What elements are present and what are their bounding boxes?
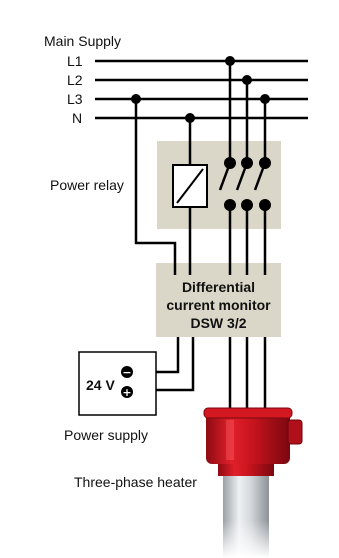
current-monitor-box — [156, 263, 281, 337]
supply-voltage-label: 24 V — [86, 377, 115, 393]
monitor-label-line3: DSW 3/2 — [190, 315, 246, 331]
line-label-l1: L1 — [67, 53, 83, 69]
plus-terminal-icon: + — [121, 386, 133, 399]
junction-n — [185, 113, 195, 123]
heater-head — [206, 412, 290, 464]
wire-l3-to-monitor — [134, 99, 177, 275]
minus-symbol: − — [122, 366, 131, 379]
contact-bottom-2 — [241, 199, 253, 211]
wire-supply-plus — [156, 337, 195, 392]
junction-dots — [131, 56, 270, 123]
power-supply-label: Power supply — [64, 427, 148, 443]
main-supply-title: Main Supply — [44, 33, 121, 49]
power-supply-box — [78, 351, 157, 416]
contact-bottom-3 — [259, 199, 271, 211]
monitor-label-line1: Differential — [182, 279, 255, 295]
supply-bus-lines — [95, 59, 308, 120]
line-label-l2: L2 — [67, 72, 83, 88]
wires — [134, 61, 267, 420]
contact-top-3 — [259, 157, 271, 169]
contact-bottom-1 — [224, 199, 236, 211]
contact-top-1 — [224, 157, 236, 169]
heater-cable-gland — [287, 419, 303, 445]
junction-l2 — [242, 75, 252, 85]
relay-coil-icon — [172, 164, 208, 208]
wire-supply-minus — [156, 337, 180, 374]
contact-top-2 — [241, 157, 253, 169]
junction-l3-monitor — [131, 94, 141, 104]
line-label-l3: L3 — [67, 91, 83, 107]
relay-contacts — [224, 157, 271, 211]
plus-symbol: + — [122, 386, 131, 399]
monitor-label-line2: current monitor — [166, 297, 271, 313]
junction-l3 — [260, 94, 270, 104]
heater-label: Three-phase heater — [74, 474, 197, 490]
heater-illustration — [203, 407, 303, 558]
line-label-n: N — [72, 110, 82, 126]
power-relay-label: Power relay — [50, 177, 124, 193]
minus-terminal-icon: − — [121, 366, 133, 379]
junction-l1 — [225, 56, 235, 66]
